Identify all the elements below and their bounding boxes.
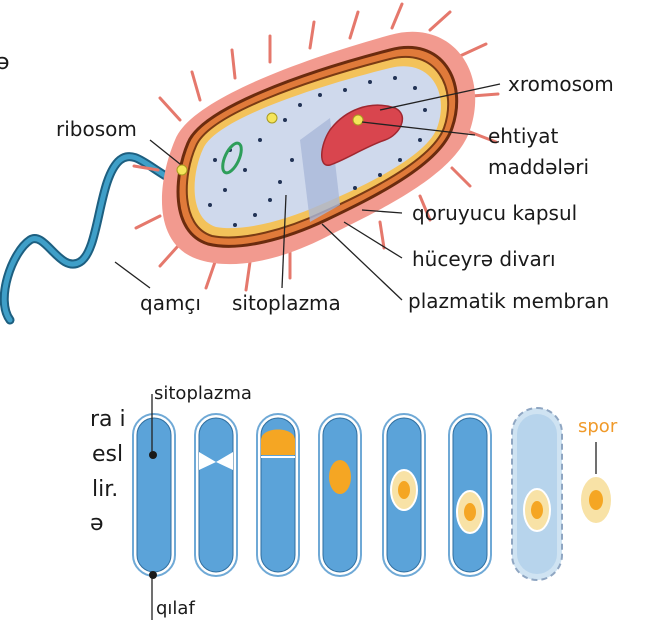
- label-xromosom: xromosom: [508, 72, 614, 96]
- ribosome-dot: [177, 165, 187, 175]
- side-text-top: ə: [0, 50, 10, 75]
- label-ribosom: ribosom: [56, 117, 137, 141]
- label-sitoplazma: sitoplazma: [232, 291, 341, 315]
- rod-stage-6: [449, 414, 491, 576]
- rod-stage-7: [512, 408, 562, 580]
- side-text-line4: ə: [90, 511, 104, 536]
- bacterium-diagram: ribosom xromosom ehtiyat maddələri qoruy…: [4, 4, 613, 320]
- rod-stage-5: [383, 414, 425, 576]
- rod-stage-4: [319, 414, 361, 576]
- reserve-granule: [267, 113, 277, 123]
- spore-formation-diagram: sitoplazma qılaf spor: [124, 362, 660, 624]
- label-qamci: qamçı: [140, 291, 201, 315]
- label-huceyre-divari: hüceyrə divarı: [412, 247, 556, 271]
- rod-stage-2: [195, 414, 237, 576]
- rod-stage-1: [133, 414, 175, 579]
- side-text-line3: lir.: [92, 477, 118, 502]
- label-qilaf: qılaf: [156, 598, 195, 619]
- label-spor: spor: [578, 416, 618, 437]
- rod-stage-3: [257, 414, 299, 576]
- label-qoruyucu-kapsul: qoruyucu kapsul: [412, 201, 577, 225]
- label-ehtiyat-1: ehtiyat: [488, 124, 558, 148]
- label-plazmatik-membran: plazmatik membran: [408, 289, 609, 313]
- label-sitoplazma-spore: sitoplazma: [154, 383, 252, 404]
- label-ehtiyat-2: maddələri: [488, 155, 589, 179]
- reserve-granule: [353, 115, 363, 125]
